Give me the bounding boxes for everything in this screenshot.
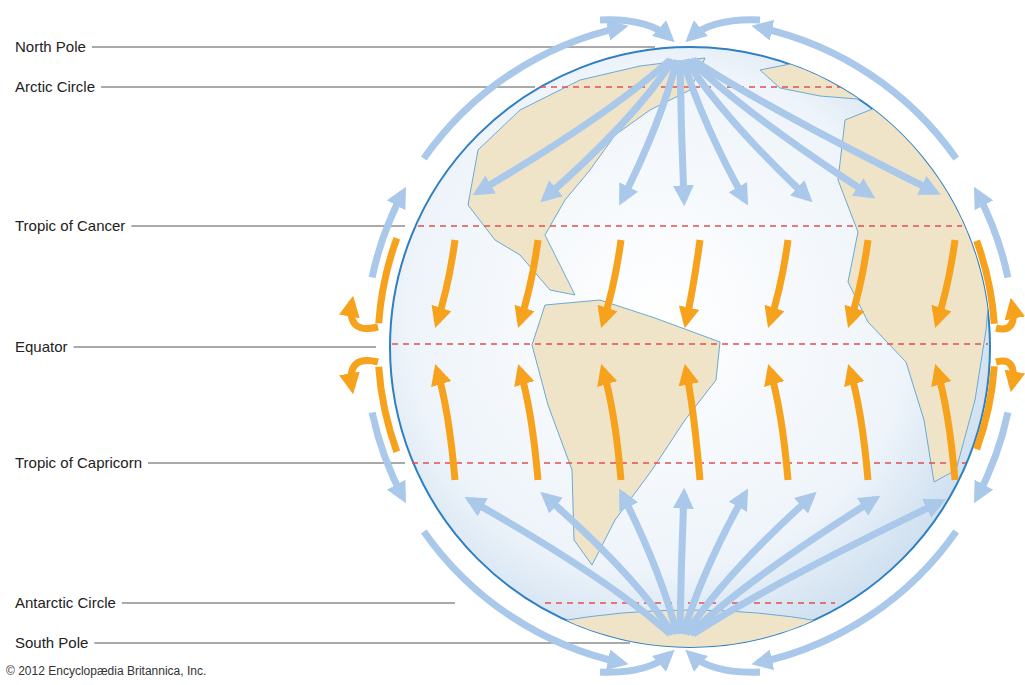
latitude-label: Equator (15, 338, 68, 356)
latitude-label: Tropic of Capricorn (15, 454, 142, 472)
copyright-note: © 2012 Encyclopædia Britannica, Inc. (6, 664, 206, 678)
latitude-label: South Pole (15, 634, 88, 652)
continents (468, 58, 992, 660)
latitude-label: Antarctic Circle (15, 594, 116, 612)
latitude-label: Tropic of Cancer (15, 217, 125, 235)
trade-wind-arrows (351, 238, 1013, 480)
polar-wind-arrows (372, 20, 1008, 672)
latitude-label: Arctic Circle (15, 78, 95, 96)
latitude-label: North Pole (15, 38, 86, 56)
